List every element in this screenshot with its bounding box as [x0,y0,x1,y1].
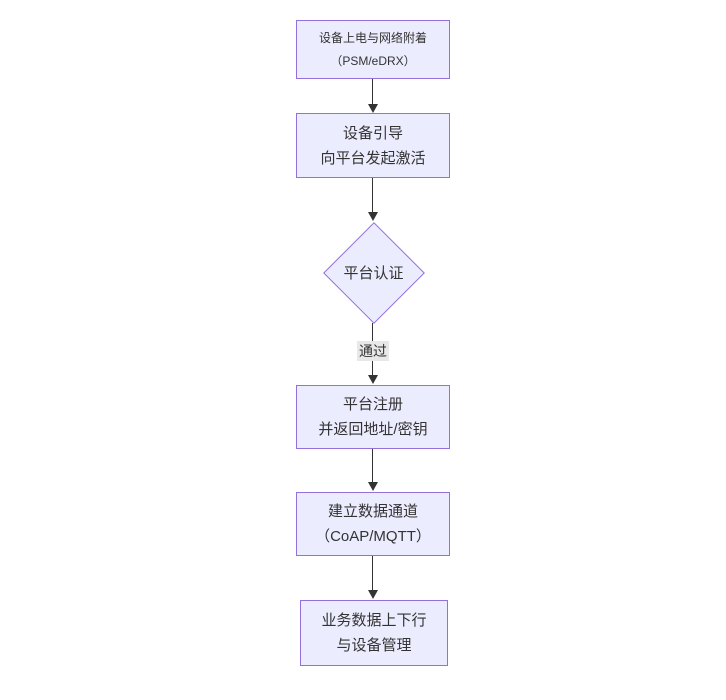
node-power-attach-line1: 设备上电与网络附着 [318,30,427,45]
node-business: 业务数据上下行 与设备管理 [300,600,448,666]
node-bootstrap-line1: 设备引导 [342,124,403,142]
node-bootstrap-line2: 向平台发起激活 [320,149,426,167]
node-register-line2: 并返回地址/密钥 [318,421,428,438]
node-bootstrap: 设备引导 向平台发起激活 [296,113,450,178]
node-power-attach-line2: （PSM/eDRX） [330,53,416,68]
edge-bootstrap-to-auth-line [372,178,373,214]
edge-label-pass: 通过 [357,341,389,361]
node-register: 平台注册 并返回地址/密钥 [296,385,450,449]
edge-channel-to-business-arrowhead [368,590,378,599]
edge-register-to-channel-arrowhead [368,482,378,491]
node-data-channel: 建立数据通道 （CoAP/MQTT） [296,492,450,556]
node-data-channel-line2: （CoAP/MQTT） [315,528,431,545]
edge-channel-to-business-line [372,556,373,591]
node-platform-auth-label: 平台认证 [343,265,404,282]
node-register-line1: 平台注册 [342,396,403,413]
edge-bootstrap-to-auth-arrowhead [368,212,378,221]
edge-power-to-bootstrap-arrowhead [368,104,378,113]
node-business-line2: 与设备管理 [336,637,412,654]
edge-power-to-bootstrap-line [372,79,373,106]
edge-register-to-channel-line [372,449,373,483]
node-data-channel-line1: 建立数据通道 [327,503,418,520]
node-business-line1: 业务数据上下行 [321,612,427,629]
node-platform-auth: 平台认证 [323,222,425,324]
node-power-attach: 设备上电与网络附着 （PSM/eDRX） [296,20,450,79]
edge-auth-to-register-arrowhead [368,375,378,384]
